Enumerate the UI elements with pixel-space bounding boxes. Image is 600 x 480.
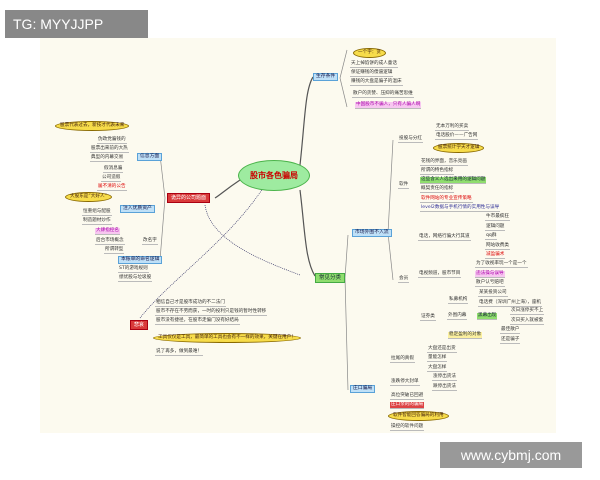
branch[interactable]: 涨跌停大封单 [390, 379, 420, 386]
leaf[interactable]: 操控的软件问题 [390, 424, 425, 431]
branch-info[interactable]: 信息方面 [137, 153, 163, 161]
leaf[interactable]: 花钱的界面，音乐亮画 [420, 159, 468, 166]
leaf[interactable]: 跌停出货法 [432, 384, 457, 391]
watermark-top: TG: MYYJJPP [5, 10, 148, 38]
leaf[interactable]: 高位突破已回避 [390, 393, 425, 400]
branch-logic[interactable]: 本账单的命名逻辑 [118, 256, 163, 264]
leaf[interactable]: 屡不清的公告 [97, 184, 127, 191]
node-common[interactable]: 常见分类 [315, 273, 346, 283]
leaf[interactable]: 次日涨停买不上 [510, 308, 545, 315]
branch[interactable]: 电视频道，股市节目 [418, 271, 462, 278]
leaf[interactable]: ST的游戏规则 [118, 266, 149, 273]
leaf[interactable]: 赚钱的大盘是骗子的温床 [350, 79, 403, 86]
leaf[interactable]: 涨停出货法 [432, 374, 457, 381]
leaf[interactable]: 概契责任的指标 [420, 186, 455, 193]
node-sad[interactable]: 悲哀 [130, 320, 149, 330]
leaf[interactable]: 网站收费类 [485, 243, 510, 250]
leaf[interactable]: 公司造假 [101, 175, 122, 182]
leaf[interactable]: 减盈骗术 [485, 252, 506, 259]
leaf[interactable]: 电话股价——广告网 [435, 133, 479, 140]
leaf[interactable]: 假消息骗 [103, 166, 124, 173]
leaf[interactable]: 说了再多，做到最难！ [155, 349, 203, 356]
leaf[interactable]: 软件智能回答骗局的利用 [388, 411, 449, 421]
leaf[interactable]: 次日买入就被套 [510, 318, 545, 325]
branch[interactable]: 电话，网络行骗大行其道 [418, 234, 471, 241]
leaf[interactable]: 为了收视率玩一个是一个 [475, 261, 528, 268]
leaf[interactable]: 电话费（深圳广州上海），座机 [478, 300, 543, 307]
leaf[interactable]: 违法操与误导 [475, 271, 505, 278]
center-node[interactable]: 股市各色骗局 [238, 160, 310, 191]
leaf[interactable]: 散户的贪婪、压抑的痛苦思维 [352, 91, 414, 98]
leaf[interactable]: 相信自己才是股市成功的不二法门 [155, 300, 226, 307]
leaf[interactable]: 无本万利的买卖 [435, 124, 470, 131]
leaf[interactable]: 所谓的特色指标 [420, 168, 455, 175]
leaf[interactable]: 逻辑问题 [485, 224, 506, 231]
branch[interactable]: 稳定盈利的对象 [448, 332, 483, 339]
leaf[interactable]: 典型的内幕交易 [90, 155, 125, 162]
node-zhuang[interactable]: 庄口骗局 [350, 385, 376, 393]
branch[interactable]: 私募机构 [448, 297, 469, 304]
leaf[interactable]: 股票代表过去，新技才代表未来 [55, 121, 130, 131]
branch[interactable]: 投股与分红 [398, 136, 423, 143]
branch-rename[interactable]: 改名字 [142, 238, 158, 245]
leaf[interactable]: 股票出来前的大热 [90, 146, 129, 153]
leaf[interactable]: qq群 [485, 233, 498, 240]
leaf[interactable]: 量能怎样 [427, 355, 448, 362]
leaf[interactable]: 大盘怎样 [427, 365, 448, 372]
mindmap-canvas [40, 38, 556, 433]
leaf[interactable]: 后台市场概念 [95, 238, 125, 245]
leaf[interactable]: 伪政党骗钱的 [97, 137, 127, 144]
leaf[interactable]: 大盘还是出货 [427, 346, 457, 353]
leaf[interactable]: 工具仅仅是工具，最简单的工具也会有不一样的效果，关键在用户！ [153, 333, 301, 343]
leaf[interactable]: 制造题材炒作 [82, 218, 112, 225]
leaf[interactable]: 庄口亲的的骗局 [390, 402, 425, 409]
leaf[interactable]: 大肆指控名 [95, 228, 120, 235]
leaf[interactable]: 所谓转型 [104, 247, 125, 254]
node-survival[interactable]: 生存条件 [313, 73, 339, 81]
leaf[interactable]: 黑幕出现 [477, 313, 498, 320]
leaf[interactable]: 牛市最疯狂 [485, 214, 510, 221]
leaf[interactable]: 保证赚钱的傻逼逻辑 [350, 70, 394, 77]
node-company[interactable]: 诡异的公司题面 [167, 193, 211, 203]
leaf[interactable]: 这些含义人选出来用的逻辑问题 [420, 177, 487, 184]
leaf[interactable]: 股市没有捷径，在股市走偏门没有好结局 [155, 318, 240, 325]
node-outer[interactable]: 市场外围不入流 [352, 229, 392, 237]
leaf[interactable]: 恒重组与配股 [82, 209, 112, 216]
watermark-bottom: www.cybmj.com [440, 442, 582, 468]
branch[interactable]: 软件 [398, 182, 410, 189]
leaf[interactable]: 一个字：贪 [353, 48, 386, 58]
leaf[interactable]: 某某投资公司 [478, 290, 508, 297]
branch[interactable]: 外围内幕 [447, 313, 468, 320]
leaf[interactable]: 中国股市不骗人，只有人骗人啊 [355, 102, 422, 109]
leaf[interactable]: 绩优股与垃圾股 [118, 275, 153, 282]
leaf[interactable]: 大股东是“大好人” [65, 192, 112, 202]
branch[interactable]: 证券类 [420, 314, 436, 321]
leaf[interactable]: 散户认亏赔吧 [475, 280, 505, 287]
leaf[interactable]: 软件网站的专业宣传策略 [420, 196, 473, 203]
leaf[interactable]: 还是骗子 [500, 337, 521, 344]
leaf[interactable]: 天上掉馅饼的成人童话 [350, 61, 398, 68]
branch-inject[interactable]: 注入优质资产 [120, 205, 155, 213]
leaf[interactable]: 股票统计学天才逻辑 [433, 143, 485, 153]
branch[interactable]: 拉尾的真假 [390, 356, 415, 363]
leaf[interactable]: level2数据与手机行情的实用性与误导 [420, 205, 501, 212]
leaf[interactable]: 股市不存在不劳而获，一时的投利只是钱的暂时性转移 [155, 309, 268, 316]
branch[interactable]: 会员 [398, 276, 410, 283]
leaf[interactable]: 最佳散户 [500, 327, 521, 334]
